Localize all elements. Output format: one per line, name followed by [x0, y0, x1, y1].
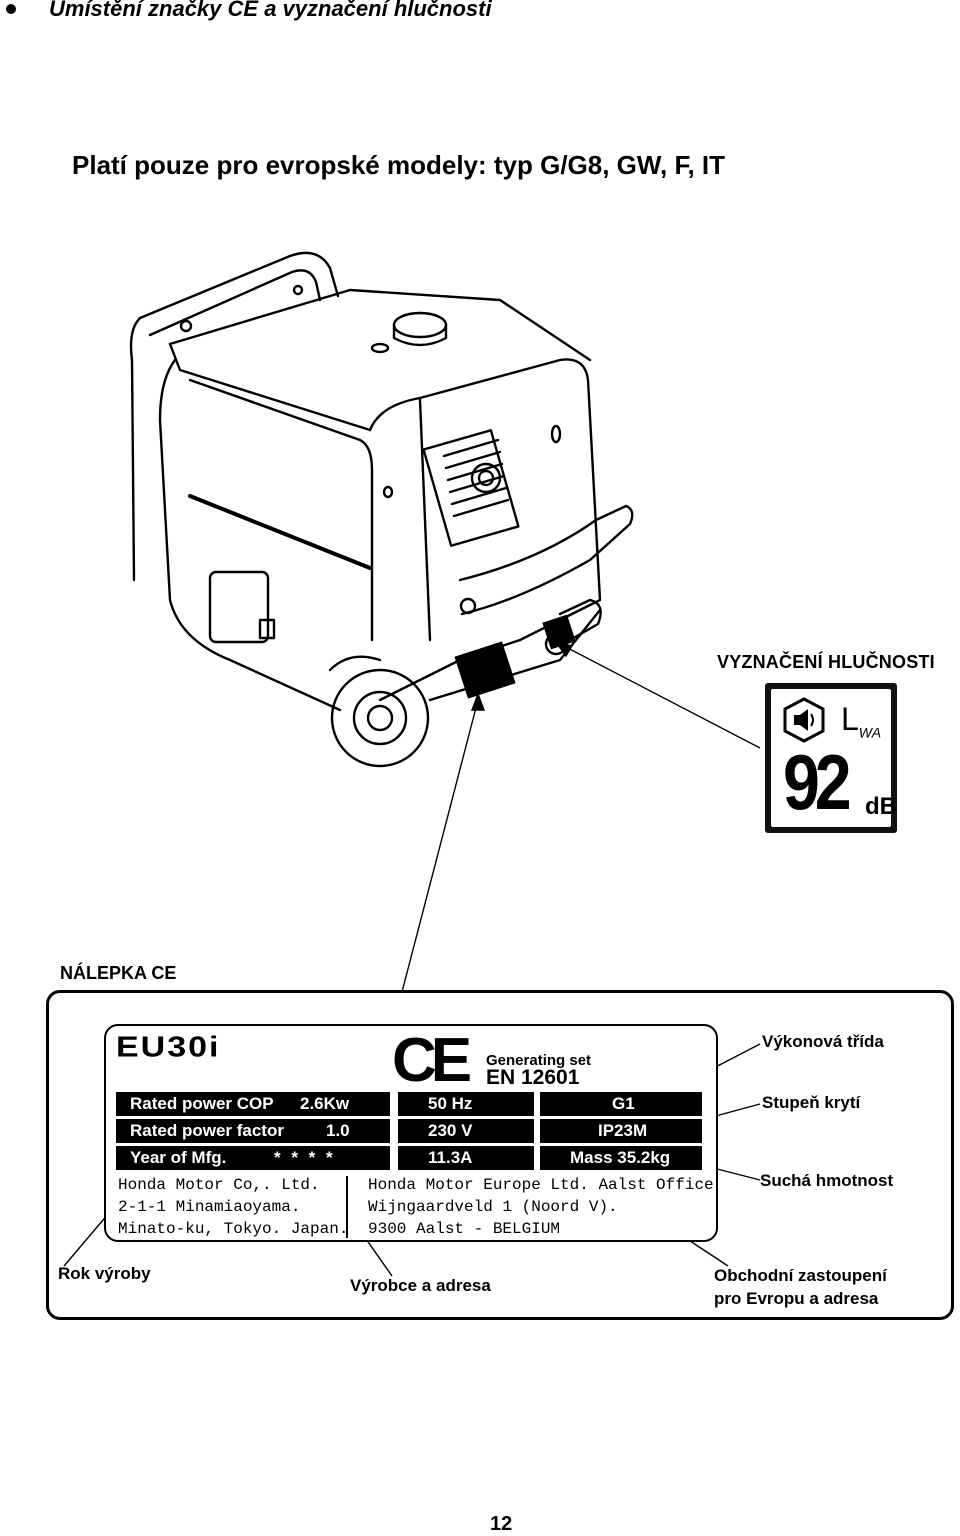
noise-label-sticker: LWA 92 dB [765, 683, 897, 833]
ce-label-title: NÁLEPKA CE [60, 963, 177, 983]
manufacturer-line: 2-1-1 Minamiaoyama. [118, 1198, 301, 1216]
spec-row: Rated power COP 2.6Kw [116, 1092, 390, 1116]
europe-office-line: Wijngaardveld 1 (Noord V). [368, 1198, 618, 1216]
bullet-icon [6, 4, 16, 14]
manufacturer-line: Honda Motor Co,. Ltd. [118, 1176, 320, 1194]
annotation-dry-weight: Suchá hmotnost [760, 1171, 894, 1190]
standard-text: EN 12601 [486, 1066, 580, 1089]
noise-label-title: VYZNAČENÍ HLUČNOSTI [717, 652, 935, 672]
speaker-hexagon-icon [783, 697, 825, 743]
spec-row-mid: 50 Hz [398, 1092, 534, 1116]
spec-row-right: Mass 35.2kg [540, 1146, 702, 1170]
ce-label-frame [46, 990, 954, 1320]
annotation-eu-rep-1: Obchodní zastoupení [714, 1266, 887, 1285]
address-divider [346, 1176, 348, 1238]
annotation-power-class: Výkonová třída [762, 1032, 884, 1051]
annotation-manufacturer: Výrobce a adresa [350, 1276, 491, 1295]
model-name: EU30i [116, 1030, 221, 1064]
spec-row: Rated power factor 1.0 [116, 1119, 390, 1143]
spec-row-mid: 11.3A [398, 1146, 534, 1170]
spec-row-mid: 230 V [398, 1119, 534, 1143]
annotation-eu-rep-2: pro Evropu a adresa [714, 1289, 879, 1308]
generating-set-text: Generating set [486, 1052, 592, 1069]
section-heading: Umístění značky CE a vyznačení hlučnosti [49, 0, 492, 21]
spec-row-right: G1 [540, 1092, 702, 1116]
ce-mark: CE [392, 1026, 472, 1095]
noise-value: 92 [783, 738, 852, 826]
spec-row: Year of Mfg. * * * * [116, 1146, 390, 1170]
spec-row-right: IP23M [540, 1119, 702, 1143]
noise-unit: dB [865, 793, 897, 820]
page-number: 12 [490, 1513, 513, 1535]
lwa-symbol: LWA [841, 701, 882, 741]
europe-office-line: 9300 Aalst - BELGIUM [368, 1220, 561, 1238]
annotation-year: Rok výroby [58, 1264, 151, 1283]
europe-office-line: Honda Motor Europe Ltd. Aalst Office [368, 1176, 714, 1194]
models-subtitle: Platí pouze pro evropské modely: typ G/G… [72, 150, 726, 180]
annotation-protection: Stupeň krytí [762, 1093, 861, 1112]
manufacturer-line: Minato-ku, Tokyo. Japan. [118, 1220, 349, 1238]
